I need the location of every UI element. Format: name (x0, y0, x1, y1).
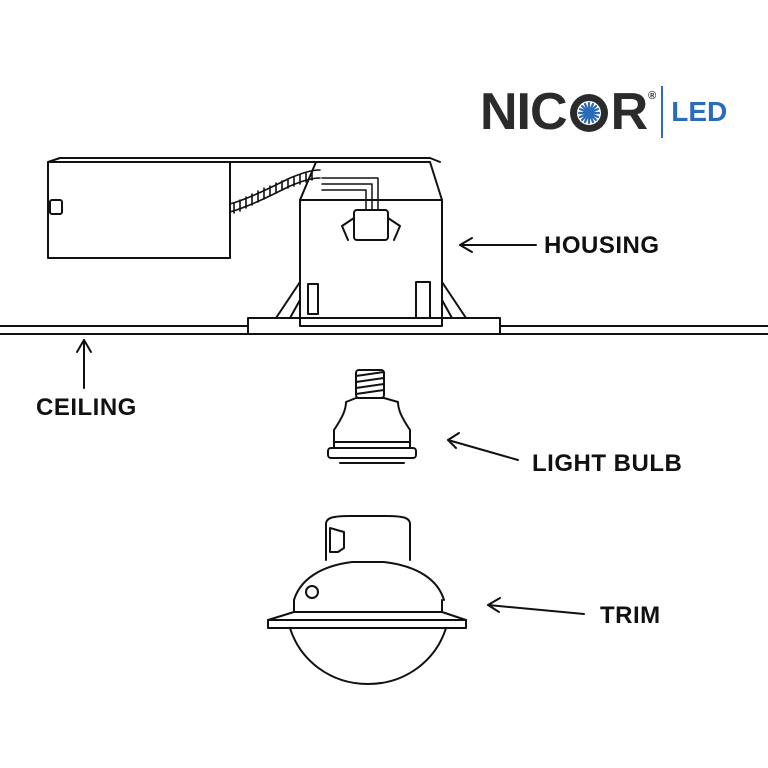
trim (267, 515, 467, 685)
housing (247, 161, 501, 335)
brand-suffix: R (610, 83, 649, 141)
arrow-trim (487, 597, 585, 615)
junction-box (47, 157, 441, 259)
light-bulb-label: LIGHT BULB (532, 450, 683, 477)
arrow-ceiling (76, 339, 92, 389)
nicor-led-logo: NIC R ® LED (480, 82, 727, 142)
nicor-wordmark: NIC R ® (480, 83, 656, 141)
housing-label: HOUSING (544, 232, 660, 259)
arrow-housing (459, 237, 537, 253)
registered-mark: ® (648, 89, 656, 102)
light-bulb (327, 369, 417, 464)
starburst-o-icon (569, 94, 608, 132)
ceiling-label: CEILING (36, 394, 137, 421)
flex-conduit (229, 169, 321, 214)
logo-divider (661, 86, 664, 138)
ceiling-line (0, 325, 768, 335)
trim-label: TRIM (600, 602, 661, 629)
led-wordmark: LED (671, 96, 728, 127)
brand-prefix: NIC (480, 83, 568, 141)
arrow-light-bulb (447, 432, 519, 461)
